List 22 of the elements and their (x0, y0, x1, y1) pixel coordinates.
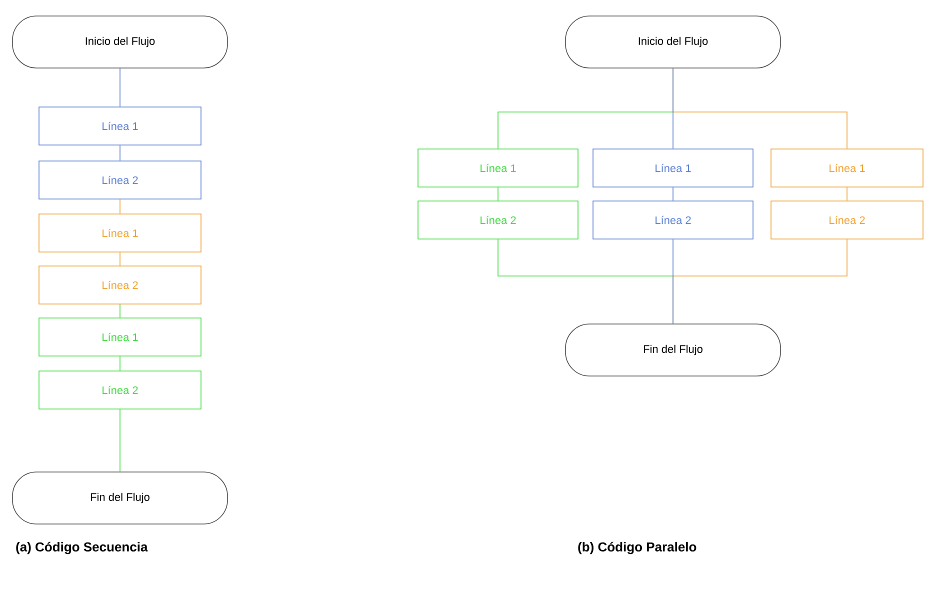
connector-line (672, 239, 674, 324)
connector-line (672, 187, 674, 201)
process-box: Línea 2 (418, 200, 578, 240)
process-box: Línea 1 (38, 318, 202, 356)
caption-text: (b) Código Paralelo (578, 542, 696, 554)
process-box: Línea 2 (38, 370, 202, 410)
terminal-pill: Fin del Flujo (12, 472, 228, 524)
connector-line (846, 187, 848, 201)
terminal-pill: Inicio del Flujo (565, 16, 781, 68)
process-box: Línea 1 (770, 148, 924, 188)
process-box: Línea 2 (592, 200, 754, 240)
process-box: Línea 1 (418, 148, 578, 188)
connector-line (672, 68, 674, 149)
process-box: Línea 2 (38, 266, 202, 304)
caption-text: (a) Código Secuencia (16, 542, 148, 554)
process-box: Línea 2 (770, 200, 924, 240)
process-box: Línea 1 (592, 148, 754, 188)
terminal-pill: Inicio del Flujo (12, 16, 228, 68)
process-box: Línea 2 (38, 160, 202, 200)
process-box: Línea 1 (38, 106, 202, 146)
terminal-pill: Fin del Flujo (565, 324, 781, 376)
process-box: Línea 1 (38, 214, 202, 252)
